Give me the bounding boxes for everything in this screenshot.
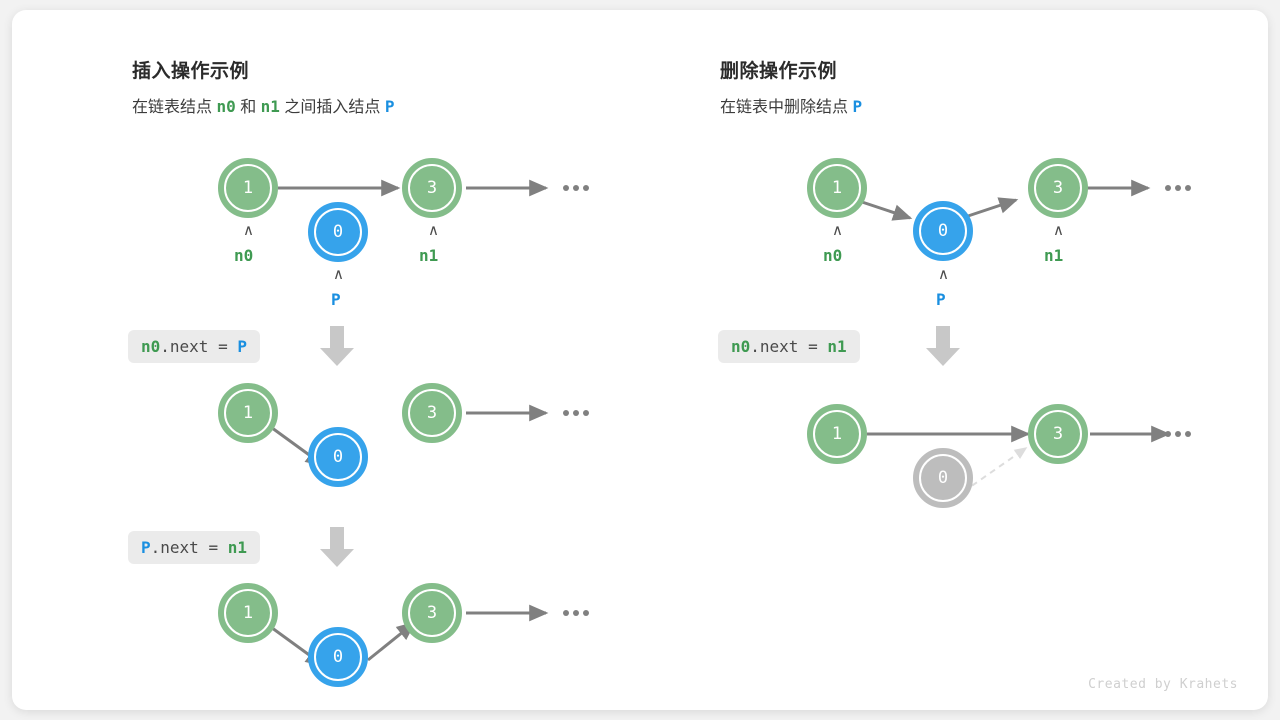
node-value: 0 — [937, 467, 949, 488]
delete-step-0-pointer-n1: n1 — [1044, 246, 1064, 265]
node-value: 1 — [831, 423, 843, 444]
dot — [563, 410, 569, 416]
insert-down-arrow-1 — [320, 326, 354, 366]
node-value: 3 — [426, 177, 438, 198]
panel-delete: 删除操作示例 在链表中删除结点 P 1 — [592, 10, 1268, 710]
dot — [563, 610, 569, 616]
node-value: 0 — [332, 221, 344, 242]
insert-step-1-ellipsis — [563, 410, 589, 416]
dot — [1185, 431, 1191, 437]
delete-step-0-pointer-n0: n0 — [823, 246, 843, 265]
insert-step-0-edges — [278, 179, 549, 197]
insert-step-1-node-n1: 3 — [402, 383, 462, 443]
insert-step-0-pointer-n1: n1 — [419, 246, 439, 265]
insert-chip-1: n0.next = P — [128, 330, 260, 363]
chip-token-p: P — [141, 538, 151, 557]
insert-step-2-node-n0: 1 — [218, 583, 278, 643]
panel-insert-title: 插入操作示例 — [132, 61, 250, 82]
dot — [583, 185, 589, 191]
dot — [573, 410, 579, 416]
dot — [583, 410, 589, 416]
subtitle-token-p: P — [384, 97, 395, 116]
chip-token-n0: n0 — [141, 337, 161, 356]
node-value: 1 — [831, 177, 843, 198]
delete-step-1-node-p-removed: 0 — [913, 448, 973, 508]
delete-step-0-pointer-p: P — [936, 290, 946, 309]
insert-step-2-node-p: 0 — [308, 627, 368, 687]
node-value: 1 — [242, 602, 254, 623]
node-value: 3 — [1052, 423, 1064, 444]
delete-down-arrow-1 — [926, 326, 960, 366]
delete-step-0-node-p: 0 — [913, 201, 973, 261]
dot — [563, 185, 569, 191]
panel-insert-subtitle: 在链表结点 n0 和 n1 之间插入结点 P — [132, 93, 394, 117]
insert-step-0-caret-n0: ∧ — [243, 221, 254, 239]
delete-step-0-caret-n0: ∧ — [832, 221, 843, 239]
node-value: 0 — [332, 446, 344, 467]
insert-step-2-edges — [267, 604, 549, 667]
panel-delete-subtitle: 在链表中删除结点 P — [720, 93, 862, 117]
delete-step-0-ellipsis — [1165, 185, 1191, 191]
node-value: 0 — [937, 220, 949, 241]
edge-removed-dashed — [962, 447, 1028, 493]
insert-step-0-ellipsis — [563, 185, 589, 191]
subtitle-text-2: 和 — [240, 99, 257, 116]
panel-delete-title: 删除操作示例 — [720, 61, 838, 82]
credit-text: Created by Krahets — [1088, 677, 1238, 692]
delete-step-1-ellipsis — [1165, 431, 1191, 437]
subtitle-text-1: 在链表中删除结点 — [720, 99, 849, 116]
insert-down-arrow-2 — [320, 527, 354, 567]
chip-token-p: P — [237, 337, 247, 356]
insert-chip-2: P.next = n1 — [128, 531, 260, 564]
chip-token-n1: n1 — [227, 538, 247, 557]
node-value: 0 — [332, 646, 344, 667]
delete-chip-1: n0.next = n1 — [718, 330, 860, 363]
insert-step-0-pointer-p: P — [331, 290, 341, 309]
chip-operator: .next = — [160, 337, 238, 356]
delete-step-1-node-n0: 1 — [807, 404, 867, 464]
chip-operator: .next = — [750, 337, 828, 356]
subtitle-token-n0: n0 — [216, 97, 236, 116]
dot — [583, 610, 589, 616]
subtitle-token-n1: n1 — [260, 97, 280, 116]
delete-step-0-caret-n1: ∧ — [1053, 221, 1064, 239]
dot — [573, 185, 579, 191]
node-value: 3 — [1052, 177, 1064, 198]
chip-token-n1: n1 — [827, 337, 847, 356]
delete-step-1-edges — [867, 425, 1171, 493]
chip-token-n0: n0 — [731, 337, 751, 356]
edge-p-to-n1 — [961, 197, 1019, 220]
delete-step-1-node-n1: 3 — [1028, 404, 1088, 464]
delete-step-1: 1 0 3 — [592, 10, 1268, 550]
node-value: 3 — [426, 602, 438, 623]
edge-n0-to-p — [855, 198, 913, 221]
diagram-card: 插入操作示例 在链表结点 n0 和 n1 之间插入结点 P 1 — [12, 10, 1268, 710]
dot — [1165, 185, 1171, 191]
dot — [1175, 431, 1181, 437]
subtitle-token-p: P — [852, 97, 863, 116]
subtitle-text-3: 之间插入结点 — [284, 99, 381, 116]
dot — [1185, 185, 1191, 191]
insert-step-0-caret-p: ∧ — [333, 265, 344, 283]
dot — [1165, 431, 1171, 437]
node-value: 1 — [242, 177, 254, 198]
dot — [573, 610, 579, 616]
subtitle-text-1: 在链表结点 — [132, 99, 213, 116]
insert-step-0-pointer-n0: n0 — [234, 246, 254, 265]
node-value: 1 — [242, 402, 254, 423]
insert-step-2-node-n1: 3 — [402, 583, 462, 643]
node-value: 3 — [426, 402, 438, 423]
delete-step-0-caret-p: ∧ — [938, 265, 949, 283]
dot — [1175, 185, 1181, 191]
insert-step-0-caret-n1: ∧ — [428, 221, 439, 239]
insert-step-2: 1 0 3 — [12, 10, 652, 710]
panel-insert: 插入操作示例 在链表结点 n0 和 n1 之间插入结点 P 1 — [12, 10, 652, 710]
insert-step-2-ellipsis — [563, 610, 589, 616]
chip-operator: .next = — [150, 538, 228, 557]
